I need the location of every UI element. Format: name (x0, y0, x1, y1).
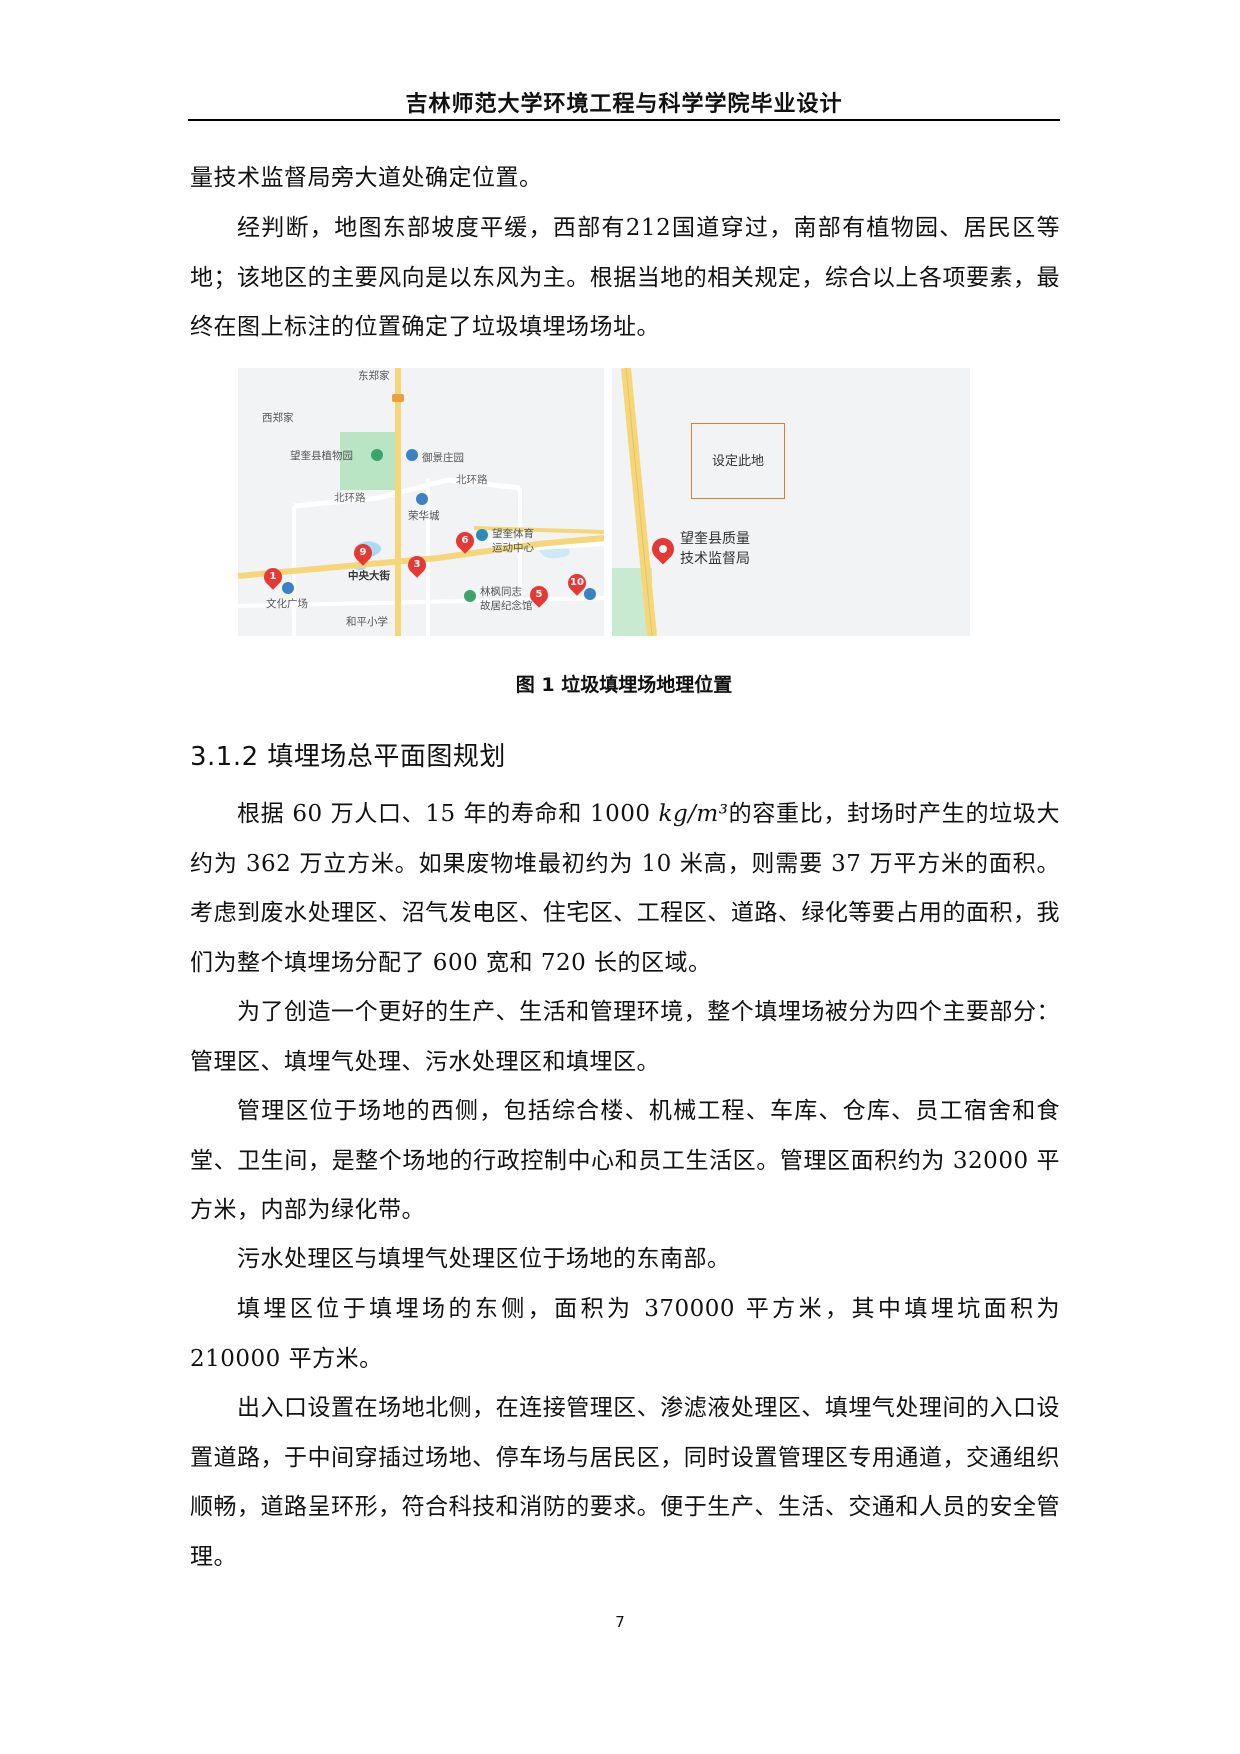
bureau-label-line-2: 技术监督局 (680, 551, 750, 567)
map-label-sports-2: 运动中心 (492, 542, 534, 554)
map-pin-3: 3 (404, 552, 430, 578)
bureau-label-line-1: 望奎县质量 (680, 531, 750, 547)
zhongyang-avenue (238, 535, 604, 579)
map-label-beihuan-right: 北环路 (456, 474, 488, 486)
map-pin-9: 9 (350, 540, 376, 566)
city-map-graphics (238, 368, 604, 636)
landfill-site-marker: 设定此地 (691, 423, 785, 499)
page-number: 7 (615, 1613, 625, 1631)
botanical-park-area (340, 432, 396, 490)
city-map: 东郑家 西郑家 望奎县植物园 御景庄园 北环路 北环路 荣华城 望奎体育 运动中… (238, 368, 604, 636)
bureau-label: 望奎县质量 技术监督局 (680, 529, 750, 569)
body-paragraph-1-pre: 根据 60 万人口、15 年的寿命和 1000 (237, 801, 659, 827)
map-label-zhongyang: 中央大街 (348, 570, 390, 582)
map-pin-6: 6 (452, 528, 478, 554)
map-label-linfeng-2: 故居纪念馆 (480, 600, 533, 612)
map-label-beihuan-left: 北环路 (334, 492, 366, 504)
header-rule (188, 119, 1060, 121)
site-map: 设定此地 望奎县质量 技术监督局 (612, 368, 970, 636)
map-label-culture: 文化广场 (266, 598, 308, 610)
map-label-yujing: 御景庄园 (422, 452, 464, 464)
body-paragraph-5: 填埋区位于填埋场的东侧，面积为 370000 平方米，其中填埋坑面积为 2100… (190, 1296, 1060, 1372)
sports-poi-icon (476, 529, 488, 541)
figure-caption: 图 1 垃圾填埋场地理位置 (515, 674, 733, 696)
body-paragraph-1: 根据 60 万人口、15 年的寿命和 1000 kg/m³的容重比，封场时产生的… (190, 790, 1060, 988)
culture-poi-icon (282, 582, 294, 594)
body-paragraph-6: 出入口设置在场地北侧，在连接管理区、渗滤液处理区、填埋气处理间的入口设置道路，于… (190, 1395, 1060, 1570)
beihuan-road (293, 477, 521, 509)
site-map-graphics (612, 368, 970, 636)
map-pin-5: 5 (526, 582, 552, 608)
running-header: 吉林师范大学环境工程与科学学院毕业设计 (405, 92, 843, 117)
section-title: 3.1.2 填埋场总平面图规划 (190, 742, 506, 772)
map-label-dongjia: 东郑家 (358, 370, 390, 382)
map-label-botanical: 望奎县植物园 (290, 450, 353, 462)
map-label-linfeng-1: 林枫同志 (480, 586, 522, 598)
location-figure: 东郑家 西郑家 望奎县植物园 御景庄园 北环路 北环路 荣华城 望奎体育 运动中… (238, 368, 970, 636)
map-label-sports-1: 望奎体育 (492, 528, 534, 540)
map-label-xizhengjia: 西郑家 (262, 412, 294, 424)
linfeng-poi-icon (464, 590, 476, 602)
intro-paragraph-1: 量技术监督局旁大道处确定位置。 (190, 165, 543, 191)
botanical-poi-icon (371, 449, 383, 461)
map-pin-1: 1 (260, 564, 286, 590)
body-paragraph-4: 污水处理区与填埋气处理区位于场地的东南部。 (237, 1246, 731, 1272)
site-label: 设定此地 (711, 454, 764, 469)
body-paragraph-3: 管理区位于场地的西侧，包括综合楼、机械工程、车库、仓库、员工宿舍和食堂、卫生间，… (190, 1098, 1060, 1223)
map-label-heping: 和平小学 (346, 616, 388, 628)
body-paragraph-2: 为了创造一个更好的生产、生活和管理环境，整个填埋场被分为四个主要部分：管理区、填… (190, 999, 1060, 1075)
map-pin-10: 10 (564, 570, 590, 596)
east-poi-icon (584, 588, 596, 600)
ronghua-poi-icon (416, 493, 428, 505)
yujing-poi-icon (406, 449, 418, 461)
intro-paragraph-2: 经判断，地图东部坡度平缓，西部有212国道穿过，南部有植物园、居民区等地；该地区… (190, 215, 1060, 340)
map-label-ronghua: 荣华城 (408, 510, 440, 522)
body-paragraph-1-post: 的容重比，封场时产生的垃圾大约为 362 万立方米。如果废物堆最初约为 10 米… (190, 801, 1060, 976)
density-unit: kg/m³ (658, 801, 729, 827)
